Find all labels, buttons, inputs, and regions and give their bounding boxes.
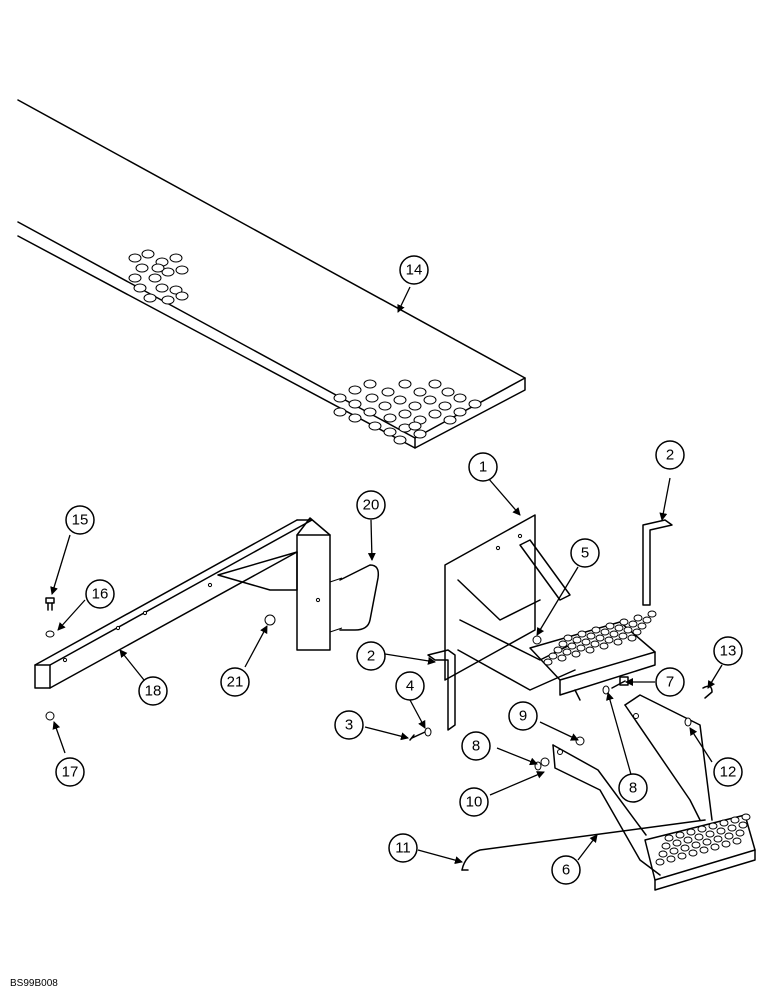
svg-text:8: 8: [472, 738, 480, 755]
callout-1: 1: [468, 452, 498, 482]
plank-holes-left: [128, 249, 189, 305]
svg-text:10: 10: [466, 794, 483, 811]
svg-text:17: 17: [62, 764, 79, 781]
callout-15: 15: [65, 505, 95, 535]
bolt-15: [45, 597, 55, 611]
svg-text:11: 11: [395, 840, 411, 857]
svg-text:7: 7: [666, 674, 674, 691]
svg-text:21: 21: [227, 674, 244, 691]
callout-17: 17: [55, 757, 85, 787]
callout-5: 5: [570, 538, 600, 568]
platform-plank: [17, 99, 526, 449]
svg-text:6: 6: [562, 862, 570, 879]
svg-text:13: 13: [720, 643, 737, 660]
plank-holes-right: [333, 379, 482, 445]
u-bolt: [329, 564, 380, 633]
svg-text:18: 18: [145, 683, 162, 700]
callout-16: 16: [85, 579, 115, 609]
svg-text:3: 3: [345, 717, 353, 734]
washer-16: [45, 630, 55, 638]
svg-text:1: 1: [479, 459, 487, 476]
figure-code: BS99B008: [10, 978, 58, 989]
callout-12: 12: [713, 757, 743, 787]
callout-7: 7: [655, 667, 685, 697]
callout-21: 21: [220, 667, 250, 697]
bolt-7: [602, 676, 629, 695]
callout-10: 10: [459, 787, 489, 817]
cotter-pin: [684, 685, 713, 727]
svg-text:20: 20: [363, 497, 380, 514]
lower-step-holes: [655, 813, 751, 866]
callout-13: 13: [713, 636, 743, 666]
callout-4: 4: [395, 671, 425, 701]
bracket-clip-right: [642, 519, 673, 606]
nut-17: [45, 711, 55, 721]
rod: [461, 819, 706, 871]
callout-18: 18: [138, 676, 168, 706]
svg-text:9: 9: [519, 708, 527, 725]
callout-11: 11: [388, 833, 418, 863]
svg-text:15: 15: [72, 512, 89, 529]
callout-2: 2: [356, 641, 386, 671]
svg-text:4: 4: [406, 678, 414, 695]
lower-step: [552, 694, 756, 891]
bracket-clip-left: [427, 649, 456, 731]
svg-text:2: 2: [367, 648, 375, 665]
nut-21: [264, 614, 276, 626]
callout-8: 8: [618, 773, 648, 803]
leader-lines: [50, 286, 723, 865]
callout-3: 3: [334, 710, 364, 740]
step-grating-holes: [543, 610, 657, 666]
callout-20: 20: [356, 490, 386, 520]
bolt-and-washer: [409, 727, 432, 741]
svg-text:16: 16: [92, 586, 109, 603]
svg-text:2: 2: [666, 447, 674, 464]
svg-text:12: 12: [720, 764, 737, 781]
step-bracket: [444, 514, 657, 701]
callout-2: 2: [655, 440, 685, 470]
callout-14: 14: [399, 255, 429, 285]
svg-text:14: 14: [406, 262, 423, 279]
callout-8: 8: [461, 731, 491, 761]
callout-9: 9: [508, 701, 538, 731]
svg-text:5: 5: [581, 545, 589, 562]
svg-text:8: 8: [629, 780, 637, 797]
support-arm: [34, 517, 331, 689]
callout-6: 6: [551, 855, 581, 885]
